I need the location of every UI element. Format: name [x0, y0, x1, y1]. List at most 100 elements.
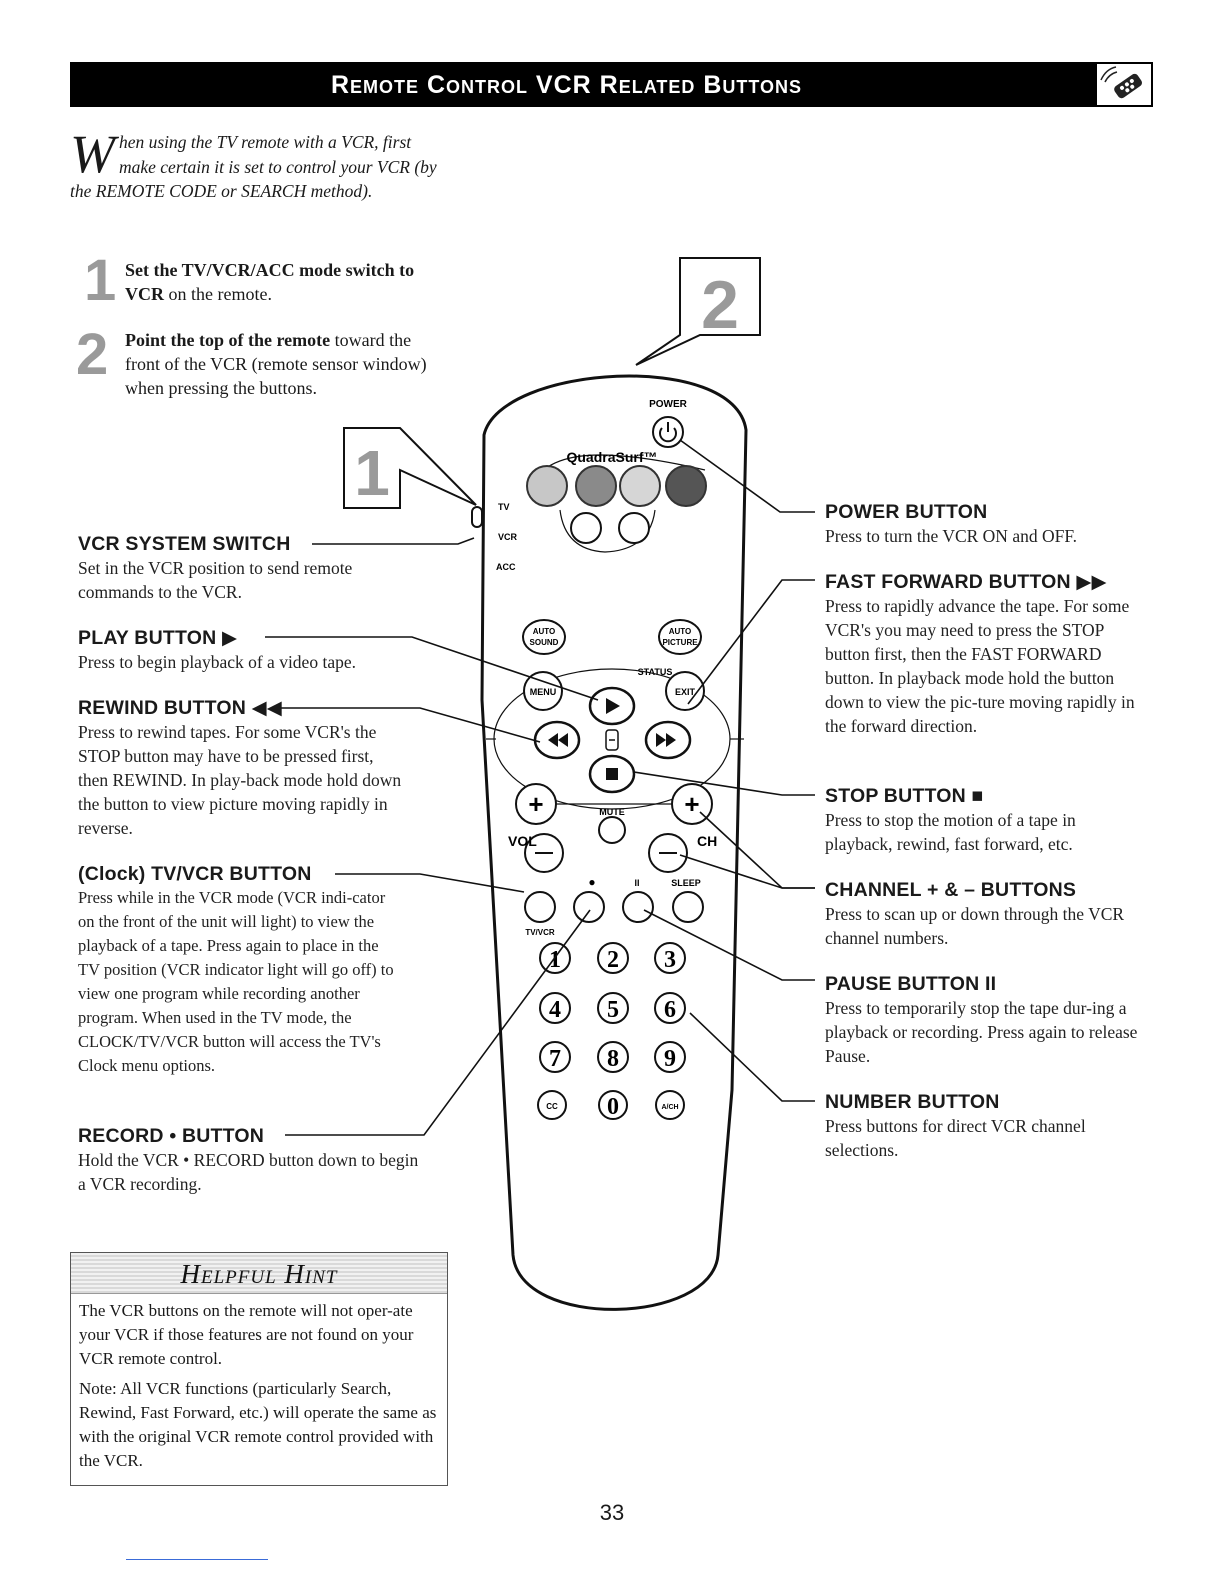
callout-desc: Hold the VCR • RECORD button down to beg… — [78, 1150, 419, 1194]
callout-desc: Press to rapidly advance the tape. For s… — [825, 596, 1135, 736]
footer-rule — [126, 1559, 268, 1560]
svg-text:0: 0 — [607, 1094, 619, 1120]
intro-dropcap: W — [70, 124, 115, 184]
helpful-hint-header: Helpful Hint — [71, 1253, 447, 1294]
quadrasurf-button-4 — [665, 465, 707, 507]
callout-stop-button: STOP BUTTON ■ Press to stop the motion o… — [825, 784, 1143, 856]
intro-text: hen using the TV remote with a VCR, firs… — [70, 132, 437, 201]
rewind-button — [533, 720, 581, 760]
svg-text:+: + — [684, 789, 699, 819]
step-2-bold: Point the top of the remote — [125, 330, 331, 350]
digit-label: 8 — [607, 1046, 619, 1072]
svg-text:CC: CC — [546, 1102, 558, 1111]
quadrasurf-label: QuadraSurf™ — [566, 449, 657, 465]
digit-8-button: 8 — [597, 1041, 629, 1073]
power-button — [652, 416, 684, 448]
helpful-hint-paragraph-2: Note: All VCR functions (particularly Se… — [79, 1379, 437, 1470]
callout-title: STOP BUTTON ■ — [825, 785, 984, 807]
stop-button — [588, 754, 636, 794]
svg-text:EXIT: EXIT — [675, 687, 696, 697]
svg-text:AUTO: AUTO — [533, 627, 556, 636]
callout-pause-button: PAUSE BUTTON II Press to temporarily sto… — [825, 972, 1143, 1068]
callout-title: CHANNEL + & – BUTTONS — [825, 879, 1077, 901]
page-title: Remote Control VCR Related Buttons — [330, 71, 803, 99]
svg-text:MENU: MENU — [530, 687, 557, 697]
callout-desc: Press to rewind tapes. For some VCR's th… — [78, 722, 402, 838]
step-1-text: Set the TV/VCR/ACC mode switch to VCR on… — [125, 258, 445, 306]
step-2-diagram-label: 2 — [701, 267, 739, 343]
quadrasurf-button-1 — [526, 465, 568, 507]
callout-desc: Press buttons for direct VCR channel sel… — [825, 1116, 1086, 1160]
status-label: STATUS — [638, 667, 673, 677]
digit-3-button: 3 — [654, 942, 686, 974]
svg-text:AUTO: AUTO — [669, 627, 692, 636]
step-1-bold: Set the TV/VCR/ACC mode switch to VCR — [125, 260, 415, 304]
callout-play-button: PLAY BUTTON ▶ Press to begin playback of… — [78, 626, 428, 674]
power-label: POWER — [649, 399, 688, 410]
cc-button: CC — [537, 1090, 567, 1120]
mode-tv-label: TV — [498, 502, 510, 512]
exit-button: EXIT — [665, 671, 705, 711]
step-1-diagram-label: 1 — [354, 437, 390, 509]
svg-text:A/CH: A/CH — [661, 1104, 678, 1111]
menu-button: MENU — [523, 671, 563, 711]
callout-title: NUMBER BUTTON — [825, 1091, 1000, 1113]
digit-label: 7 — [549, 1046, 561, 1072]
step-2-diagram-box: 2 — [635, 257, 761, 366]
record-dot-label: ● — [588, 875, 595, 889]
callout-title: VCR SYSTEM SWITCH — [78, 533, 291, 555]
pause-button — [622, 891, 654, 923]
callout-number-button: NUMBER BUTTON Press buttons for direct V… — [825, 1090, 1143, 1162]
tvvcr-label: TV/VCR — [525, 928, 555, 937]
callout-title: FAST FORWARD BUTTON ▶▶ — [825, 571, 1107, 593]
digit-0-button: 0 — [598, 1090, 628, 1120]
callout-desc: Press to temporarily stop the tape dur-i… — [825, 998, 1138, 1066]
callout-desc: Press to turn the VCR ON and OFF. — [825, 526, 1078, 546]
callout-title: PAUSE BUTTON II — [825, 973, 997, 995]
helpful-hint-box: Helpful Hint The VCR buttons on the remo… — [70, 1252, 448, 1486]
remote-signal-icon — [1097, 64, 1151, 105]
digit-2-button: 2 — [597, 942, 629, 974]
digit-5-button: 5 — [597, 992, 629, 1024]
callout-fast-forward-button: FAST FORWARD BUTTON ▶▶ Press to rapidly … — [825, 570, 1143, 738]
helpful-hint-paragraph-1: The VCR buttons on the remote will not o… — [79, 1301, 414, 1368]
digit-9-button: 9 — [654, 1041, 686, 1073]
sleep-label: SLEEP — [671, 878, 701, 888]
step-2-text: Point the top of the remote toward the f… — [125, 328, 445, 400]
auto-sound-button: AUTO SOUND — [522, 619, 566, 655]
play-button — [588, 686, 636, 726]
leader-lines — [265, 439, 815, 1136]
digit-6-button: 6 — [654, 992, 686, 1024]
callout-title: PLAY BUTTON ▶ — [78, 627, 238, 649]
callout-desc: Set in the VCR position to send remote c… — [78, 558, 353, 602]
callout-tvvcr-button: (Clock) TV/VCR BUTTON Press while in the… — [78, 862, 400, 1078]
mode-acc-label: ACC — [496, 562, 516, 572]
callout-vcr-system-switch: VCR SYSTEM SWITCH Set in the VCR positio… — [78, 532, 428, 604]
digit-label: 3 — [664, 947, 676, 973]
digit-label: 6 — [664, 997, 676, 1023]
vol-label: VOL — [508, 833, 537, 849]
digit-label: 4 — [549, 997, 561, 1023]
callout-title: REWIND BUTTON ◀◀ — [78, 697, 282, 719]
record-clock-icon — [605, 729, 619, 751]
page-number: 33 — [599, 1500, 625, 1525]
callout-power-button: POWER BUTTON Press to turn the VCR ON an… — [825, 500, 1143, 548]
svg-text:+: + — [528, 789, 543, 819]
step-2-number: 2 — [76, 322, 109, 387]
page-header-bar: Remote Control VCR Related Buttons — [70, 62, 1153, 107]
callout-desc: Press to begin playback of a video tape. — [78, 652, 356, 672]
digit-label: 9 — [664, 1046, 676, 1072]
svg-text:SOUND: SOUND — [530, 638, 559, 647]
svg-text:PICTURE: PICTURE — [662, 638, 698, 647]
digit-4-button: 4 — [539, 992, 571, 1024]
smart-picture-button — [618, 512, 650, 544]
digit-label: 2 — [607, 947, 619, 973]
helpful-hint-title: Helpful Hint — [180, 1259, 338, 1289]
mode-switch — [471, 506, 483, 528]
digit-label: 5 — [607, 997, 619, 1023]
step-1-rest: on the remote. — [164, 284, 272, 304]
record-button — [573, 891, 605, 923]
